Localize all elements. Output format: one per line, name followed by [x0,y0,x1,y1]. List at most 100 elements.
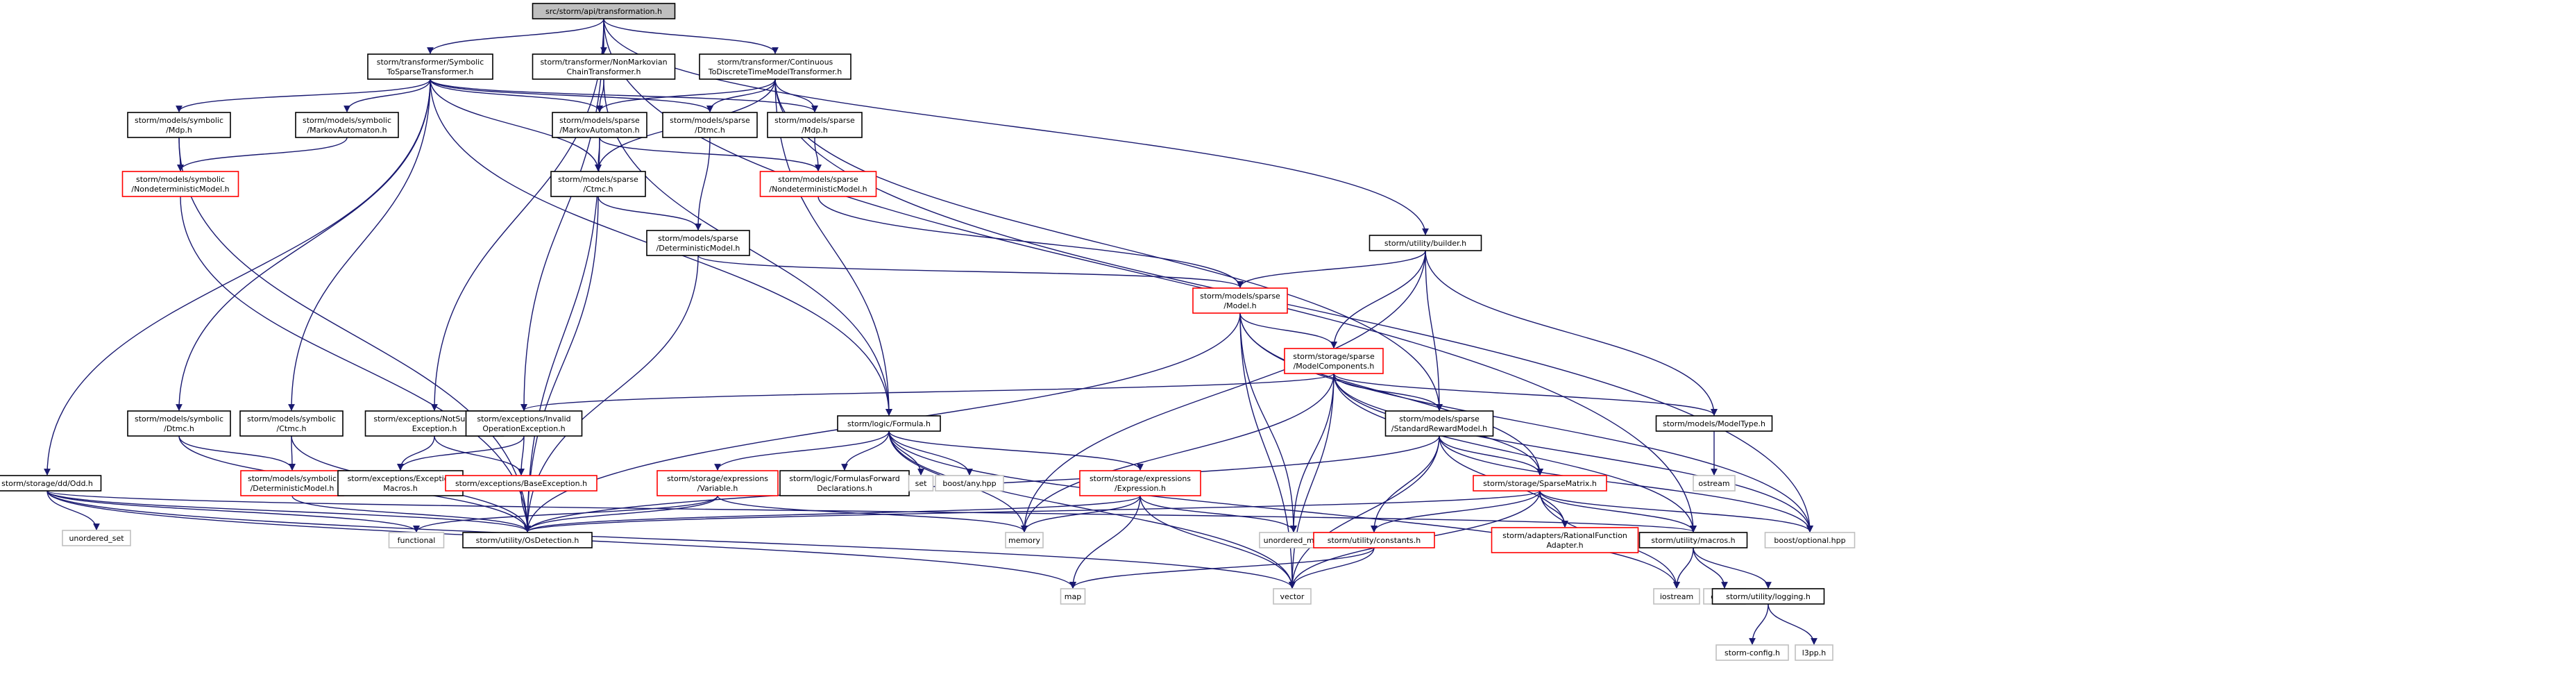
node-sparse_matrix[interactable]: storm/storage/SparseMatrix.h [1473,475,1607,492]
node-utility_constants[interactable]: storm/utility/constants.h [1313,532,1435,548]
node-iostream-label: iostream [1660,592,1693,601]
node-functional: functional [388,532,445,548]
node-sparse_dm[interactable]: storm/models/sparse/DeterministicModel.h [646,230,750,256]
node-sparse_ma[interactable]: storm/models/sparse/MarkovAutomaton.h [552,112,647,138]
edge-utility_macros-to-cassert [1693,547,1728,589]
node-continuous_to_discrete-box [699,53,851,80]
node-model_type[interactable]: storm/models/ModelType.h [1655,415,1773,432]
edge-dd_odd-to-unordered_set [46,490,100,530]
edge-logic_formula-to-boost_any [888,430,973,476]
node-sym_mdp[interactable]: storm/models/symbolic/Mdp.h [127,112,231,138]
node-sparse_dm-label: storm/models/sparse [658,234,738,243]
node-expr_variable-box [656,470,779,496]
edge-logic_formula-to-vector [888,430,1296,589]
node-sparse_ctmc-box [550,171,646,197]
node-symbolic_to_sparse[interactable]: storm/transformer/SymbolicToSparseTransf… [367,53,493,80]
node-sym_ma[interactable]: storm/models/symbolic/MarkovAutomaton.h [295,112,399,138]
edge-expr_expression-to-map [1069,495,1141,589]
node-sparse_ndm-label: /NondeterministicModel.h [769,185,867,194]
edge-utility_logging-to-l3pp [1768,603,1817,645]
node-utility_builder[interactable]: storm/utility/builder.h [1368,235,1482,251]
node-utility_logging[interactable]: storm/utility/logging.h [1711,588,1825,605]
node-continuous_to_discrete-label: storm/transformer/Continuous [718,58,833,67]
edge-utility_builder-to-model_components [1330,250,1426,349]
node-formulas_fwd[interactable]: storm/logic/FormulasForwardDeclarations.… [779,470,910,496]
node-model_type-box [1655,415,1773,432]
node-utility_macros[interactable]: storm/utility/macros.h [1638,532,1748,548]
node-formulas_fwd-box [779,470,910,496]
node-std_reward-box [1384,410,1494,437]
node-std_reward[interactable]: storm/models/sparse/StandardRewardModel.… [1384,410,1494,437]
node-boost_any: boost/any.hpp [935,475,1004,492]
node-sym_mdp-label: storm/models/symbolic [135,116,223,125]
node-map: map [1060,588,1086,605]
node-sparse_ctmc[interactable]: storm/models/sparse/Ctmc.h [550,171,646,197]
node-sparse_mdp-label: /Mdp.h [802,126,828,135]
node-functional-box [388,532,445,548]
node-expr_expression[interactable]: storm/storage/expressions/Expression.h [1079,470,1201,496]
edge-model_components-to-model_type [1333,373,1718,416]
node-vector-box [1273,588,1312,605]
edge-std_reward-to-boost_optional [1439,435,1813,532]
node-nonmarkovian[interactable]: storm/transformer/NonMarkovianChainTrans… [532,53,676,80]
node-sym_mdp-box [127,112,231,138]
node-sparse_ma-box [552,112,647,138]
node-continuous_to_discrete[interactable]: storm/transformer/ContinuousToDiscreteTi… [699,53,851,80]
edge-sparse_matrix-to-os_detection [524,490,1541,532]
edge-expr_expression-to-vector [1139,495,1296,589]
node-sparse_model-label: /Model.h [1223,301,1256,310]
node-base_exception[interactable]: storm/exceptions/BaseException.h [445,475,598,492]
edge-logic_formula-to-formulas_fwd [841,430,890,471]
edge-logic_formula-to-set [888,430,924,476]
node-logic_formula[interactable]: storm/logic/Formula.h [837,415,941,432]
node-l3pp-label: l3pp.h [1802,648,1827,657]
edge-expr_variable-to-os_detection [524,495,718,532]
edge-symbolic_to_sparse-to-dd_odd [44,78,431,476]
node-vector-label: vector [1280,592,1305,601]
node-utility_macros-box [1638,532,1748,548]
node-utility_builder-box [1368,235,1482,251]
node-not_supported-label: storm/exceptions/NotSupported [373,414,495,423]
node-unordered_set-box [62,530,131,546]
node-expr_variable[interactable]: storm/storage/expressions/Variable.h [656,470,779,496]
node-sym_dtmc[interactable]: storm/models/symbolic/Dtmc.h [127,410,231,437]
node-sparse_dm-label: /DeterministicModel.h [656,244,740,253]
node-sym_dtmc-box [127,410,231,437]
node-nonmarkovian-label: storm/transformer/NonMarkovian [540,58,667,67]
edge-utility_constants-to-vector [1289,547,1375,589]
edge-not_supported-to-base_exception [434,435,525,476]
edge-symbolic_to_sparse-to-sym_ma [344,78,431,112]
node-sparse_model-box [1192,287,1288,314]
node-sparse_dm-box [646,230,750,256]
node-ostream: ostream [1693,475,1736,492]
node-continuous_to_discrete-label: ToDiscreteTimeModelTransformer.h [708,67,842,76]
node-expr_expression-label: storm/storage/expressions [1090,474,1191,483]
node-sym_ndm[interactable]: storm/models/symbolic/NondeterministicMo… [121,171,239,197]
node-sym_ctmc-box [239,410,344,437]
node-sym_dtmc-label: storm/models/symbolic [135,414,223,423]
node-dd_odd[interactable]: storm/storage/dd/Odd.h [0,475,102,492]
node-unordered_set: unordered_set [62,530,131,546]
edge-utility_logging-to-storm_config [1749,603,1769,645]
node-set: set [908,475,934,492]
node-invalid_op[interactable]: storm/exceptions/InvalidOperationExcepti… [465,410,583,437]
edge-model_components-to-memory [1021,373,1334,532]
node-root[interactable]: src/storm/api/transformation.h [532,3,676,19]
node-sparse_ndm[interactable]: storm/models/sparse/NondeterministicMode… [759,171,877,197]
node-sparse_matrix-label: storm/storage/SparseMatrix.h [1483,479,1597,488]
edge-root-to-symbolic_to_sparse [427,18,604,54]
edge-sparse_dm-to-sparse_model [697,255,1244,288]
node-os_detection[interactable]: storm/utility/OsDetection.h [462,532,593,548]
node-sparse_model[interactable]: storm/models/sparse/Model.h [1192,287,1288,314]
node-storm_config-label: storm-config.h [1725,648,1780,657]
node-sparse_mdp[interactable]: storm/models/sparse/Mdp.h [767,112,863,138]
node-sym_dm[interactable]: storm/models/symbolic/DeterministicModel… [240,470,344,496]
node-sym_ctmc[interactable]: storm/models/symbolic/Ctmc.h [239,410,344,437]
node-model_components[interactable]: storm/storage/sparse/ModelComponents.h [1284,348,1384,374]
node-sparse_dtmc[interactable]: storm/models/sparse/Dtmc.h [662,112,758,138]
node-ostream-label: ostream [1698,479,1729,488]
node-root-box [532,3,676,19]
